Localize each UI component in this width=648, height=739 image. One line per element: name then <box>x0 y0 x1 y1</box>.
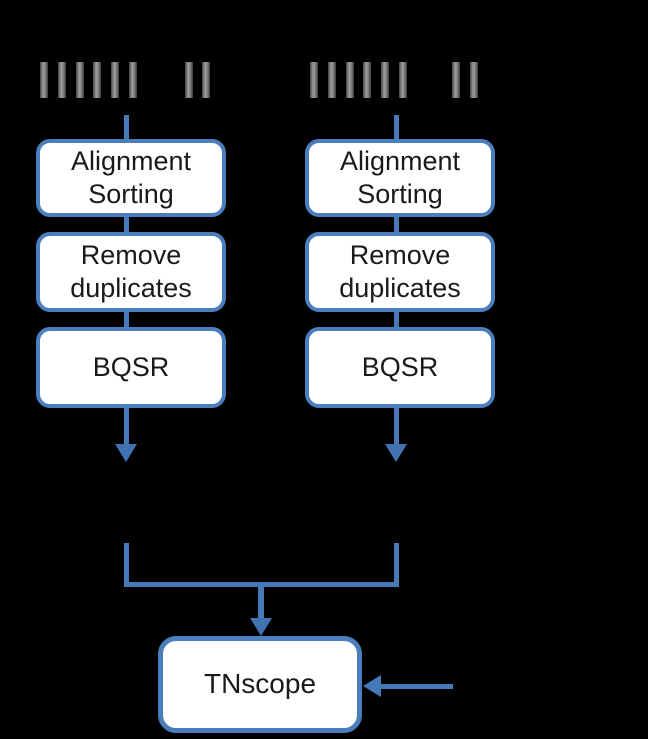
step-box-remove-duplicates-right: Remove duplicates <box>305 232 495 312</box>
read-bar <box>452 62 460 98</box>
read-bar <box>399 62 407 98</box>
read-bar <box>346 62 354 98</box>
step-label: BQSR <box>361 352 439 383</box>
step-label: Remove duplicates <box>70 240 192 303</box>
side-input-arrow-shaft <box>379 684 453 689</box>
step-label: Remove duplicates <box>339 240 461 303</box>
read-bar <box>328 62 336 98</box>
read-bar <box>129 62 137 98</box>
step-label: TNscope <box>203 668 317 700</box>
step-box-remove-duplicates-left: Remove duplicates <box>36 232 226 312</box>
read-bar <box>381 62 389 98</box>
bracket-left-line <box>124 543 129 587</box>
arrow-left-icon <box>363 675 381 697</box>
read-bar <box>310 62 318 98</box>
read-bar <box>76 62 84 98</box>
read-bar <box>111 62 119 98</box>
step-box-bqsr-left: BQSR <box>36 327 226 408</box>
step-box-tnscope: TNscope <box>158 636 362 733</box>
read-bar <box>363 62 371 98</box>
bracket-right-line <box>394 543 399 587</box>
step-box-alignment-left: Alignment Sorting <box>36 139 226 217</box>
merge-arrow-stem <box>258 582 264 620</box>
arrow-down-icon <box>250 618 272 636</box>
read-bar <box>470 62 478 98</box>
arrow-down-icon <box>385 444 407 462</box>
read-bar <box>202 62 210 98</box>
arrow-down-icon <box>115 444 137 462</box>
step-label: Alignment Sorting <box>70 146 192 209</box>
read-bar <box>185 62 193 98</box>
read-bar <box>40 62 48 98</box>
read-bar <box>93 62 101 98</box>
step-label: Alignment Sorting <box>339 146 461 209</box>
step-label: BQSR <box>92 352 170 383</box>
step-box-bqsr-right: BQSR <box>305 327 495 408</box>
read-bar <box>58 62 66 98</box>
step-box-alignment-right: Alignment Sorting <box>305 139 495 217</box>
